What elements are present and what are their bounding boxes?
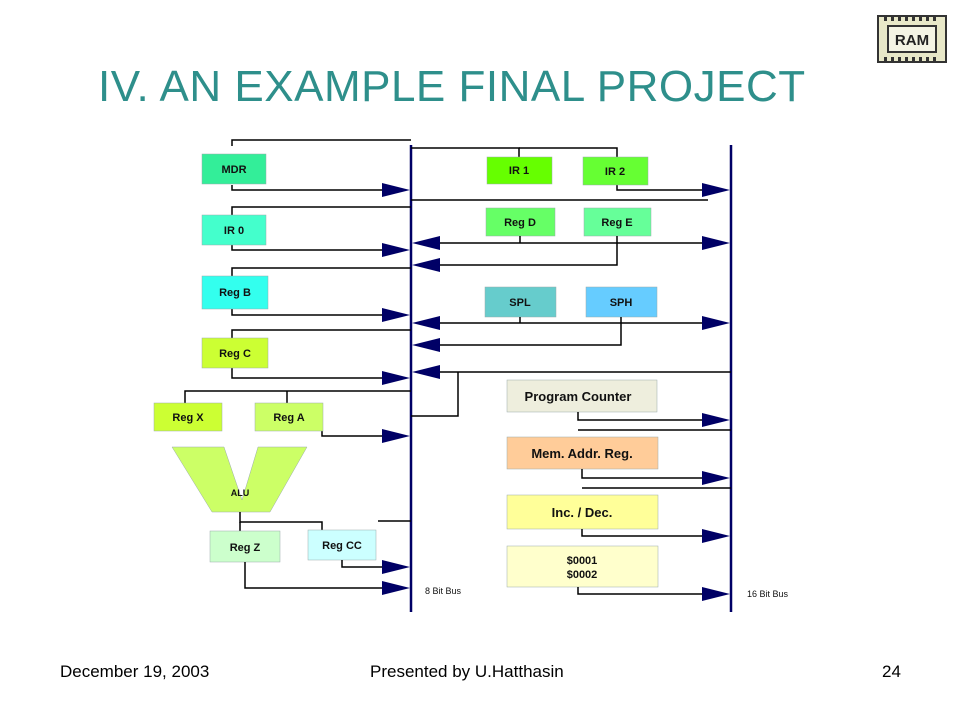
- rega-register: [254, 402, 324, 432]
- alu-label: ALU: [231, 488, 250, 498]
- regx-register: [153, 402, 223, 432]
- mar-register: [506, 436, 659, 470]
- regb-register: [201, 275, 269, 310]
- const-0002-label: $0002: [567, 569, 598, 581]
- rege-label: Reg E: [601, 217, 632, 229]
- bus-16bit-label: 16 Bit Bus: [747, 589, 789, 599]
- ram-logo-text: RAM: [895, 32, 929, 49]
- regz-register: [209, 530, 281, 563]
- ir2-register: [582, 156, 649, 186]
- regcc-register: [307, 529, 377, 561]
- regd-label: Reg D: [504, 217, 536, 229]
- spl-label: SPL: [509, 297, 531, 309]
- mdr-register: [201, 153, 267, 185]
- footer-presenter: Presented by U.Hatthasin: [370, 662, 564, 681]
- slide-title: IV. AN EXAMPLE FINAL PROJECT: [98, 62, 806, 111]
- program-counter-register: [506, 379, 658, 413]
- ir0-register: [201, 214, 267, 246]
- ram-chip-icon: RAM: [877, 15, 947, 63]
- regx-label: Reg X: [172, 412, 204, 424]
- ir1-register: [486, 156, 553, 185]
- regcc-label: Reg CC: [322, 540, 362, 552]
- sph-register: [585, 286, 658, 318]
- regb-label: Reg B: [219, 287, 251, 299]
- constants-box: [506, 545, 659, 588]
- sph-label: SPH: [610, 297, 633, 309]
- footer-date: December 19, 2003: [60, 662, 210, 681]
- rega-label: Reg A: [273, 412, 304, 424]
- mdr-label: MDR: [221, 164, 246, 176]
- regc-label: Reg C: [219, 348, 251, 360]
- ir0-label: IR 0: [224, 225, 244, 237]
- regc-register: [201, 337, 269, 369]
- ir1-label: IR 1: [509, 165, 529, 177]
- alu-unit: [171, 446, 308, 513]
- mar-label: Mem. Addr. Reg.: [531, 446, 632, 461]
- incdec-label: Inc. / Dec.: [552, 505, 613, 520]
- ir2-label: IR 2: [605, 166, 625, 178]
- bus-8bit-label: 8 Bit Bus: [425, 586, 462, 596]
- incdec-unit: [506, 494, 659, 530]
- program-counter-label: Program Counter: [525, 389, 632, 404]
- regz-label: Reg Z: [230, 542, 261, 554]
- footer-page-number: 24: [882, 662, 901, 681]
- const-0001-label: $0001: [567, 555, 598, 567]
